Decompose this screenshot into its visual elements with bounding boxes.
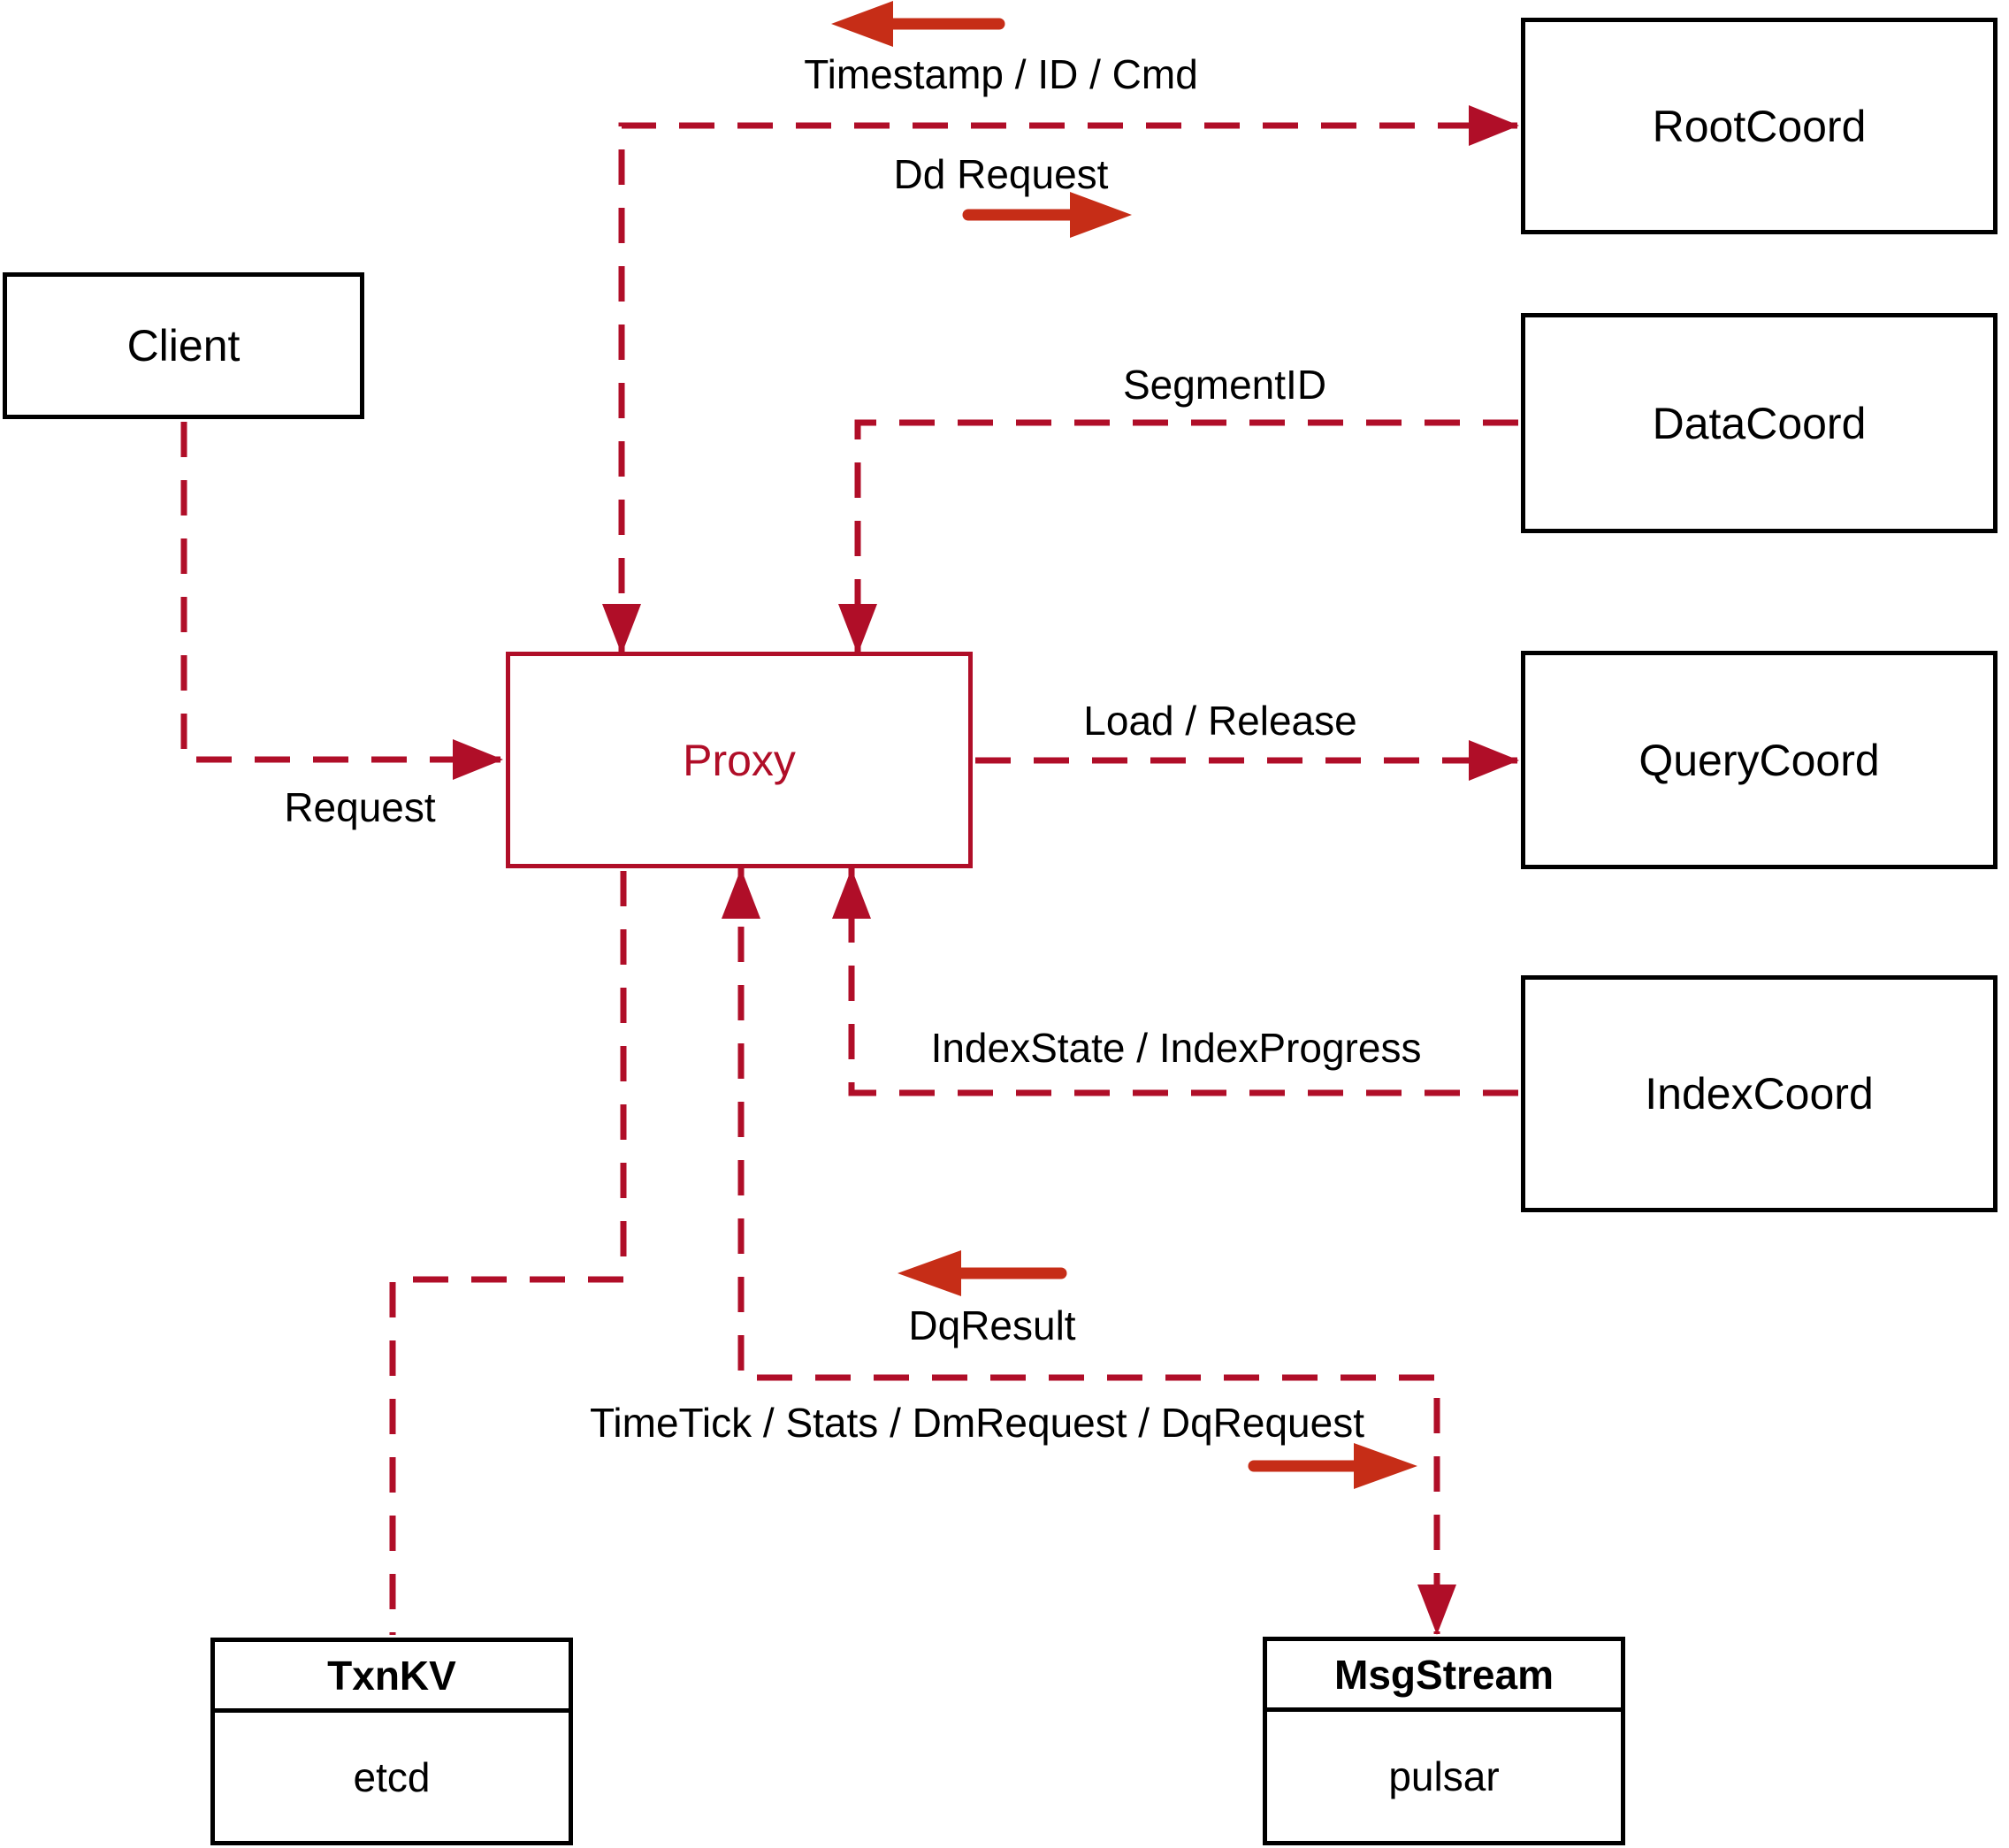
arrowhead-into-proxy-from-indexcoord: [832, 868, 871, 919]
edge-label-load-release: Load / Release: [1083, 698, 1357, 744]
node-txnkv: TxnKV etcd: [210, 1638, 573, 1845]
node-client: Client: [3, 272, 364, 419]
dq-result-direction-arrow: [898, 1250, 1067, 1296]
edge-label-timetick-stats: TimeTick / Stats / DmRequest / DqRequest: [590, 1400, 1364, 1446]
edge-label-segment-id: SegmentID: [1122, 362, 1327, 408]
node-txnkv-impl: etcd: [353, 1753, 431, 1800]
connector-proxy-msgstream: [737, 868, 1440, 1634]
node-querycoord-label: QueryCoord: [1639, 735, 1880, 785]
node-proxy: Proxy: [506, 652, 973, 868]
node-proxy-label: Proxy: [683, 735, 796, 785]
timestamp-direction-arrow: [831, 1, 1005, 47]
node-indexcoord: IndexCoord: [1521, 975, 1998, 1212]
arrowhead-into-proxy-from-datacoord: [838, 604, 877, 654]
node-datacoord: DataCoord: [1521, 313, 1998, 533]
edge-label-timestamp-id-cmd: Timestamp / ID / Cmd: [804, 51, 1198, 97]
arrowhead-into-proxy-from-msgstream: [722, 868, 760, 919]
connector-proxy-rootcoord: [618, 122, 1517, 652]
node-rootcoord: RootCoord: [1521, 18, 1998, 234]
dd-request-direction-arrow: [962, 192, 1132, 238]
node-msgstream: MsgStream pulsar: [1263, 1637, 1625, 1845]
connector-indexcoord-proxy: [848, 868, 1518, 1096]
edge-label-dd-request: Dd Request: [893, 151, 1109, 197]
node-txnkv-title: TxnKV: [215, 1642, 569, 1713]
arrowhead-into-querycoord: [1469, 740, 1519, 781]
connector-proxy-txnkv: [389, 871, 627, 1635]
node-datacoord-label: DataCoord: [1652, 398, 1867, 448]
arrowhead-into-proxy-from-client: [453, 739, 503, 780]
connector-datacoord-proxy: [854, 419, 1518, 654]
edge-label-dq-result: DqResult: [908, 1302, 1076, 1348]
node-client-label: Client: [126, 321, 241, 370]
arrowhead-into-msgstream: [1417, 1585, 1456, 1635]
arrowhead-into-rootcoord: [1469, 105, 1519, 146]
node-msgstream-impl: pulsar: [1388, 1753, 1500, 1799]
node-msgstream-title: MsgStream: [1267, 1641, 1621, 1712]
arrowhead-into-proxy-from-rootcoord: [602, 604, 641, 654]
edge-label-request: Request: [284, 784, 436, 830]
node-indexcoord-label: IndexCoord: [1645, 1069, 1874, 1119]
node-querycoord: QueryCoord: [1521, 651, 1998, 869]
node-rootcoord-label: RootCoord: [1652, 101, 1867, 151]
edge-label-index-state-progress: IndexState / IndexProgress: [930, 1025, 1422, 1071]
timetick-direction-arrow: [1248, 1443, 1417, 1489]
connector-client-proxy: [180, 422, 500, 763]
